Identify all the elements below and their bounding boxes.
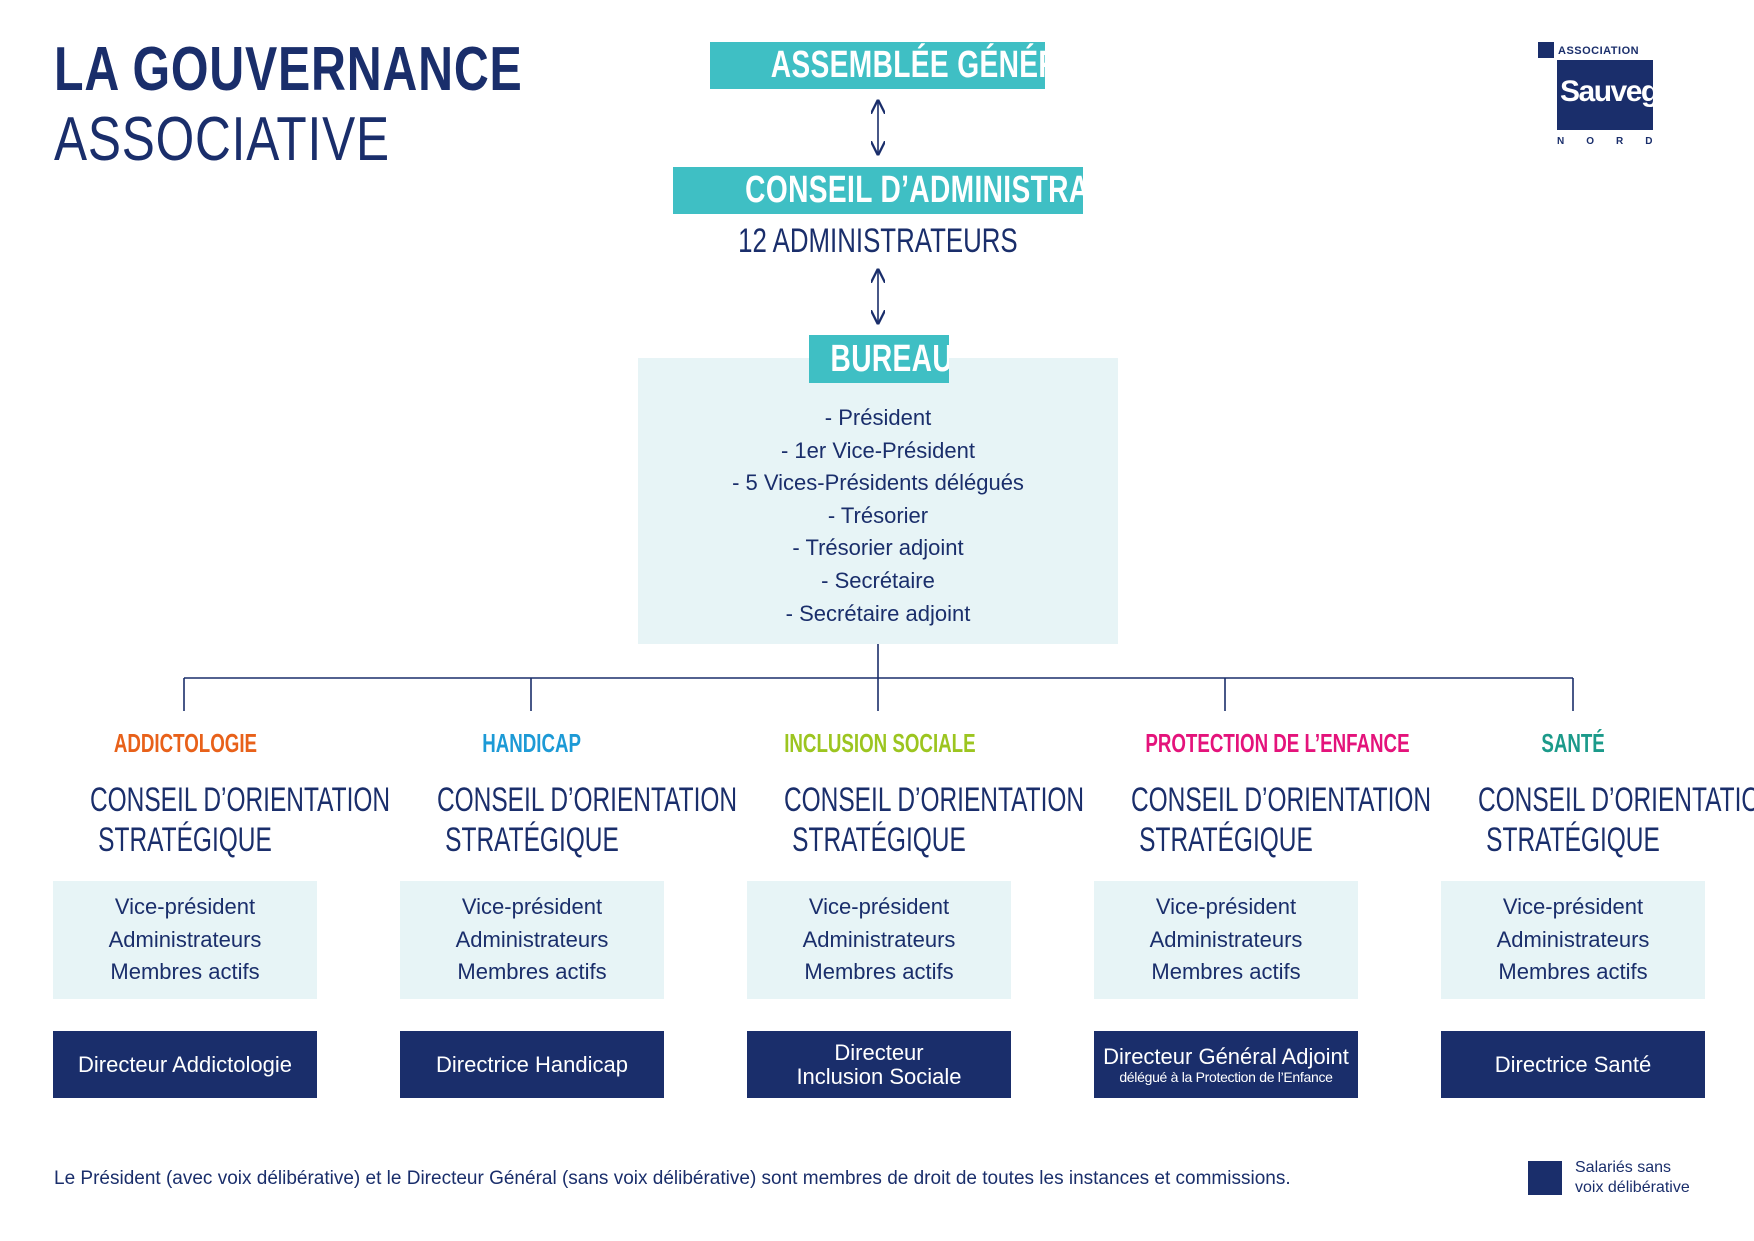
director-line: Directeur Addictologie bbox=[77, 1051, 292, 1077]
assemblee-generale-label: ASSEMBLÉE GÉNÉRALE bbox=[770, 44, 1045, 86]
conseil-administration-label: CONSEIL D’ADMINISTRATION bbox=[745, 169, 1083, 211]
bureau-panel bbox=[638, 358, 1118, 644]
domain-title: SANTÉ bbox=[1541, 728, 1605, 758]
logo-block bbox=[1557, 60, 1653, 130]
director-box: Directrice Handicap bbox=[400, 1031, 664, 1098]
domain-title: HANDICAP bbox=[482, 728, 582, 758]
member-line: Vice-président bbox=[1502, 894, 1644, 920]
council-members-box: Vice-président Administrateurs Membres a… bbox=[400, 881, 664, 999]
page-subtitle: ASSOCIATIVE bbox=[54, 105, 390, 174]
council-members-box: Vice-président Administrateurs Membres a… bbox=[1441, 881, 1705, 999]
member-line: Administrateurs bbox=[802, 926, 956, 952]
director-line: Directeur bbox=[834, 1039, 924, 1065]
bureau-box: BUREAU bbox=[809, 335, 949, 383]
director-box: Directeur Général Adjoint délégué à la P… bbox=[1094, 1031, 1358, 1098]
member-line: Vice-président bbox=[1155, 894, 1297, 920]
member-line: Administrateurs bbox=[108, 926, 262, 952]
member-line: Membres actifs bbox=[1151, 959, 1301, 985]
bureau-member: - 5 Vices-Présidents délégués bbox=[732, 470, 1024, 496]
council-members-box: Vice-président Administrateurs Membres a… bbox=[53, 881, 317, 999]
bureau-member: - Secrétaire bbox=[821, 567, 935, 593]
member-line: Administrateurs bbox=[1149, 926, 1303, 952]
legend-text: Salariés sans voix délibérative bbox=[1575, 1159, 1690, 1196]
column-protection-enfance: PROTECTION DE L’ENFANCE CONSEIL D’ORIENT… bbox=[1094, 728, 1432, 1098]
member-line: Membres actifs bbox=[110, 959, 260, 985]
logo-square bbox=[1538, 42, 1554, 58]
director-line: Directrice Santé bbox=[1494, 1051, 1652, 1077]
member-line: Administrateurs bbox=[455, 926, 609, 952]
footnote: Le Président (avec voix délibérative) et… bbox=[54, 1168, 1291, 1189]
member-line: Membres actifs bbox=[804, 959, 954, 985]
director-box: Directrice Santé bbox=[1441, 1031, 1705, 1098]
domain-title: ADDICTOLOGIE bbox=[113, 728, 257, 758]
bureau-label: BUREAU bbox=[830, 338, 949, 380]
logo-name: Sauvegarde bbox=[1560, 75, 1717, 108]
director-box: Directeur Addictologie bbox=[53, 1031, 317, 1098]
page-title: LA GOUVERNANCE bbox=[54, 35, 523, 104]
bureau-member: - 1er Vice-Président bbox=[780, 437, 975, 463]
director-line: Directrice Handicap bbox=[436, 1051, 628, 1077]
domain-title: PROTECTION DE L’ENFANCE bbox=[1145, 728, 1410, 758]
council-members-box: Vice-président Administrateurs Membres a… bbox=[747, 881, 1011, 999]
director-line: Directeur Général Adjoint bbox=[1103, 1043, 1349, 1069]
director-subline: délégué à la Protection de l’Enfance bbox=[1119, 1068, 1333, 1085]
member-line: Administrateurs bbox=[1496, 926, 1650, 952]
logo-association-text: ASSOCIATION bbox=[1558, 45, 1640, 57]
bureau-member: - Secrétaire adjoint bbox=[785, 600, 971, 626]
member-line: Membres actifs bbox=[1498, 959, 1648, 985]
director-line: Inclusion Sociale bbox=[796, 1063, 962, 1089]
member-line: Vice-président bbox=[808, 894, 950, 920]
bureau-members-list: - Président - 1er Vice-Président - 5 Vic… bbox=[638, 402, 1118, 630]
conseil-administration-subtitle: 12 ADMINISTRATEURS bbox=[738, 222, 1018, 260]
council-members-box: Vice-président Administrateurs Membres a… bbox=[1094, 881, 1358, 999]
member-line: Membres actifs bbox=[457, 959, 607, 985]
bureau-member: - Président bbox=[824, 405, 932, 430]
conseil-administration-box: CONSEIL D’ADMINISTRATION bbox=[673, 167, 1083, 214]
member-line: Vice-président bbox=[461, 894, 603, 920]
logo-region: NORD bbox=[1557, 136, 1675, 147]
member-line: Vice-président bbox=[114, 894, 256, 920]
bureau-member: - Trésorier adjoint bbox=[792, 535, 964, 561]
bureau-member: - Trésorier bbox=[827, 502, 929, 528]
legend-swatch bbox=[1528, 1161, 1562, 1195]
director-box: Directeur Inclusion Sociale bbox=[747, 1031, 1011, 1098]
domain-title: INCLUSION SOCIALE bbox=[784, 728, 976, 758]
assemblee-generale-box: ASSEMBLÉE GÉNÉRALE bbox=[710, 42, 1045, 89]
